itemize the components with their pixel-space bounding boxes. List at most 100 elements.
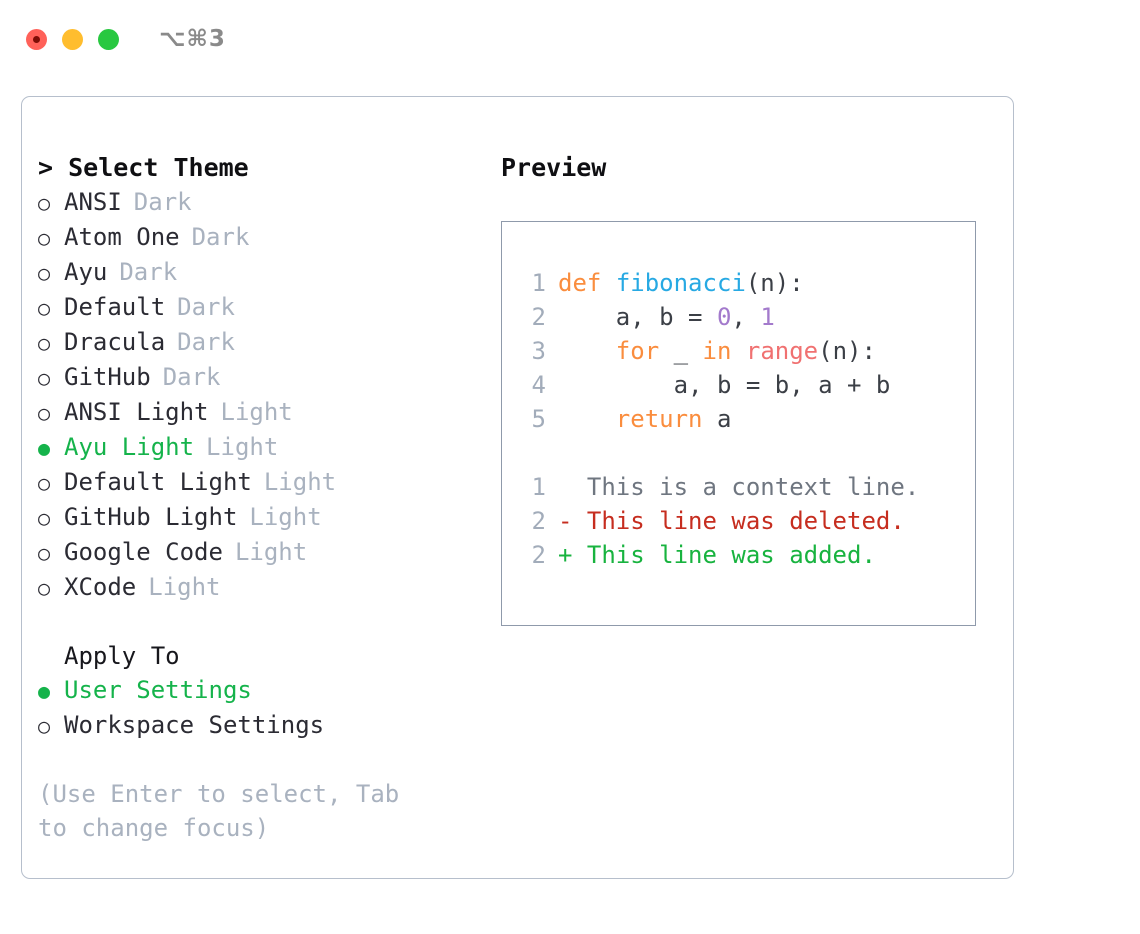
radio-unselected-icon[interactable]: ○ xyxy=(38,401,51,425)
code-token: 0 xyxy=(716,303,732,331)
preview-box: 1 def fibonacci(n): 2 a, b = 0, 1 3 for _ i… xyxy=(501,221,976,626)
theme-variant-tag: Dark xyxy=(177,328,235,356)
theme-list-item[interactable]: ○ GitHub Light Light xyxy=(38,500,498,535)
code-token: in xyxy=(702,337,732,365)
preview-heading: Preview xyxy=(501,153,607,182)
radio-unselected-icon[interactable]: ○ xyxy=(38,576,51,600)
theme-variant-tag: Dark xyxy=(177,293,235,321)
theme-variant-tag: Dark xyxy=(133,188,192,216)
code-sample: 1 def fibonacci(n): 2 a, b = 0, 1 3 for _ i… xyxy=(520,266,975,436)
theme-list-item[interactable]: ○ Atom One Dark xyxy=(38,220,498,255)
theme-list-item[interactable]: ○ Google Code Light xyxy=(38,535,498,570)
keyboard-hint-text: (Use Enter to select, Tab to change focu… xyxy=(38,780,400,842)
line-number: 5 xyxy=(531,405,546,433)
diff-line: 2- This line was deleted. xyxy=(520,504,975,538)
code-token xyxy=(601,269,615,297)
radio-selected-icon[interactable]: ● xyxy=(38,679,51,703)
theme-list-item[interactable]: ○ Ayu Dark xyxy=(38,255,498,290)
diff-text: This line was added. xyxy=(586,541,876,569)
diff-sample: 1 This is a context line.2- This line wa… xyxy=(520,470,975,572)
radio-unselected-icon[interactable]: ○ xyxy=(38,471,51,495)
line-number: 1 xyxy=(531,269,546,297)
code-line: 4 a, b = b, a + b xyxy=(520,368,975,402)
line-number: 3 xyxy=(531,337,546,365)
radio-unselected-icon[interactable]: ○ xyxy=(38,261,51,285)
close-button-icon[interactable] xyxy=(26,28,47,50)
diff-line: 1 This is a context line. xyxy=(520,470,975,504)
theme-variant-tag: Light xyxy=(249,503,322,531)
apply-to-item[interactable]: ● User Settings xyxy=(38,673,498,708)
theme-variant-tag: Light xyxy=(263,468,337,496)
radio-unselected-icon[interactable]: ○ xyxy=(38,366,51,390)
apply-to-label: User Settings xyxy=(64,676,252,704)
code-token: a, b = xyxy=(558,303,717,331)
theme-name: Default xyxy=(64,293,166,321)
line-number: 4 xyxy=(531,371,546,399)
code-token: for xyxy=(615,337,660,365)
keyboard-shortcut-label: ⌥⌘3 xyxy=(159,26,226,52)
minimize-button-icon[interactable] xyxy=(62,28,83,50)
apply-to-item[interactable]: ○ Workspace Settings xyxy=(38,708,498,743)
code-token: a, b = b, a + b xyxy=(558,371,891,399)
radio-unselected-icon[interactable]: ○ xyxy=(38,541,51,565)
list-spacer xyxy=(38,605,498,639)
line-number: 2 xyxy=(531,303,546,331)
theme-list-item[interactable]: ○ Default Dark xyxy=(38,290,498,325)
diff-text: This line was deleted. xyxy=(586,507,905,535)
theme-name: Atom One xyxy=(64,223,180,251)
line-number: 2 xyxy=(531,541,546,569)
code-text: def fibonacci(n): xyxy=(558,266,804,300)
theme-name: Ayu Light xyxy=(64,433,195,461)
radio-unselected-icon[interactable]: ○ xyxy=(38,506,51,530)
apply-to-heading: Apply To xyxy=(64,642,180,670)
line-number: 2 xyxy=(531,507,546,535)
theme-name: Default Light xyxy=(64,468,252,496)
radio-unselected-icon[interactable]: ○ xyxy=(38,714,51,738)
theme-name: ANSI Light xyxy=(64,398,209,426)
code-token: , xyxy=(731,303,761,331)
diff-text: This is a context line. xyxy=(586,473,920,501)
radio-unselected-icon[interactable]: ○ xyxy=(38,296,51,320)
code-line: 1 def fibonacci(n): xyxy=(520,266,975,300)
window-controls xyxy=(26,28,119,50)
theme-name: Dracula xyxy=(64,328,166,356)
code-line: 3 for _ in range(n): xyxy=(520,334,975,368)
theme-variant-tag: Dark xyxy=(191,223,250,251)
radio-unselected-icon[interactable]: ○ xyxy=(38,226,51,250)
code-diff-spacer xyxy=(520,436,975,470)
code-token: def xyxy=(558,269,602,297)
code-token xyxy=(731,337,745,365)
code-token: a xyxy=(702,405,732,433)
radio-unselected-icon[interactable]: ○ xyxy=(38,331,51,355)
diff-marker: - xyxy=(558,507,587,535)
apply-to-label: Workspace Settings xyxy=(64,711,325,739)
theme-variant-tag: Light xyxy=(234,538,308,566)
zoom-button-icon[interactable] xyxy=(98,28,119,50)
theme-name: Google Code xyxy=(64,538,223,566)
code-token: (n): xyxy=(745,269,804,297)
theme-name: GitHub xyxy=(64,363,151,391)
theme-list-item[interactable]: ○ XCode Light xyxy=(38,570,498,605)
code-line: 5 return a xyxy=(520,402,975,436)
theme-variant-tag: Dark xyxy=(119,258,178,286)
code-token xyxy=(558,405,616,433)
theme-name: Ayu xyxy=(64,258,108,286)
code-text: for _ in range(n): xyxy=(558,334,876,368)
title-bar: ⌥⌘3 xyxy=(0,0,1140,78)
theme-variant-tag: Light xyxy=(148,573,221,601)
radio-selected-icon[interactable]: ● xyxy=(38,436,51,460)
radio-unselected-icon[interactable]: ○ xyxy=(38,191,51,215)
theme-list-item[interactable]: ○ Dracula Dark xyxy=(38,325,498,360)
theme-list-item[interactable]: ○ Default Light Light xyxy=(38,465,498,500)
theme-name: XCode xyxy=(64,573,137,601)
diff-line: 2+ This line was added. xyxy=(520,538,975,572)
theme-name: GitHub Light xyxy=(64,503,238,531)
code-token: (n): xyxy=(818,337,876,365)
